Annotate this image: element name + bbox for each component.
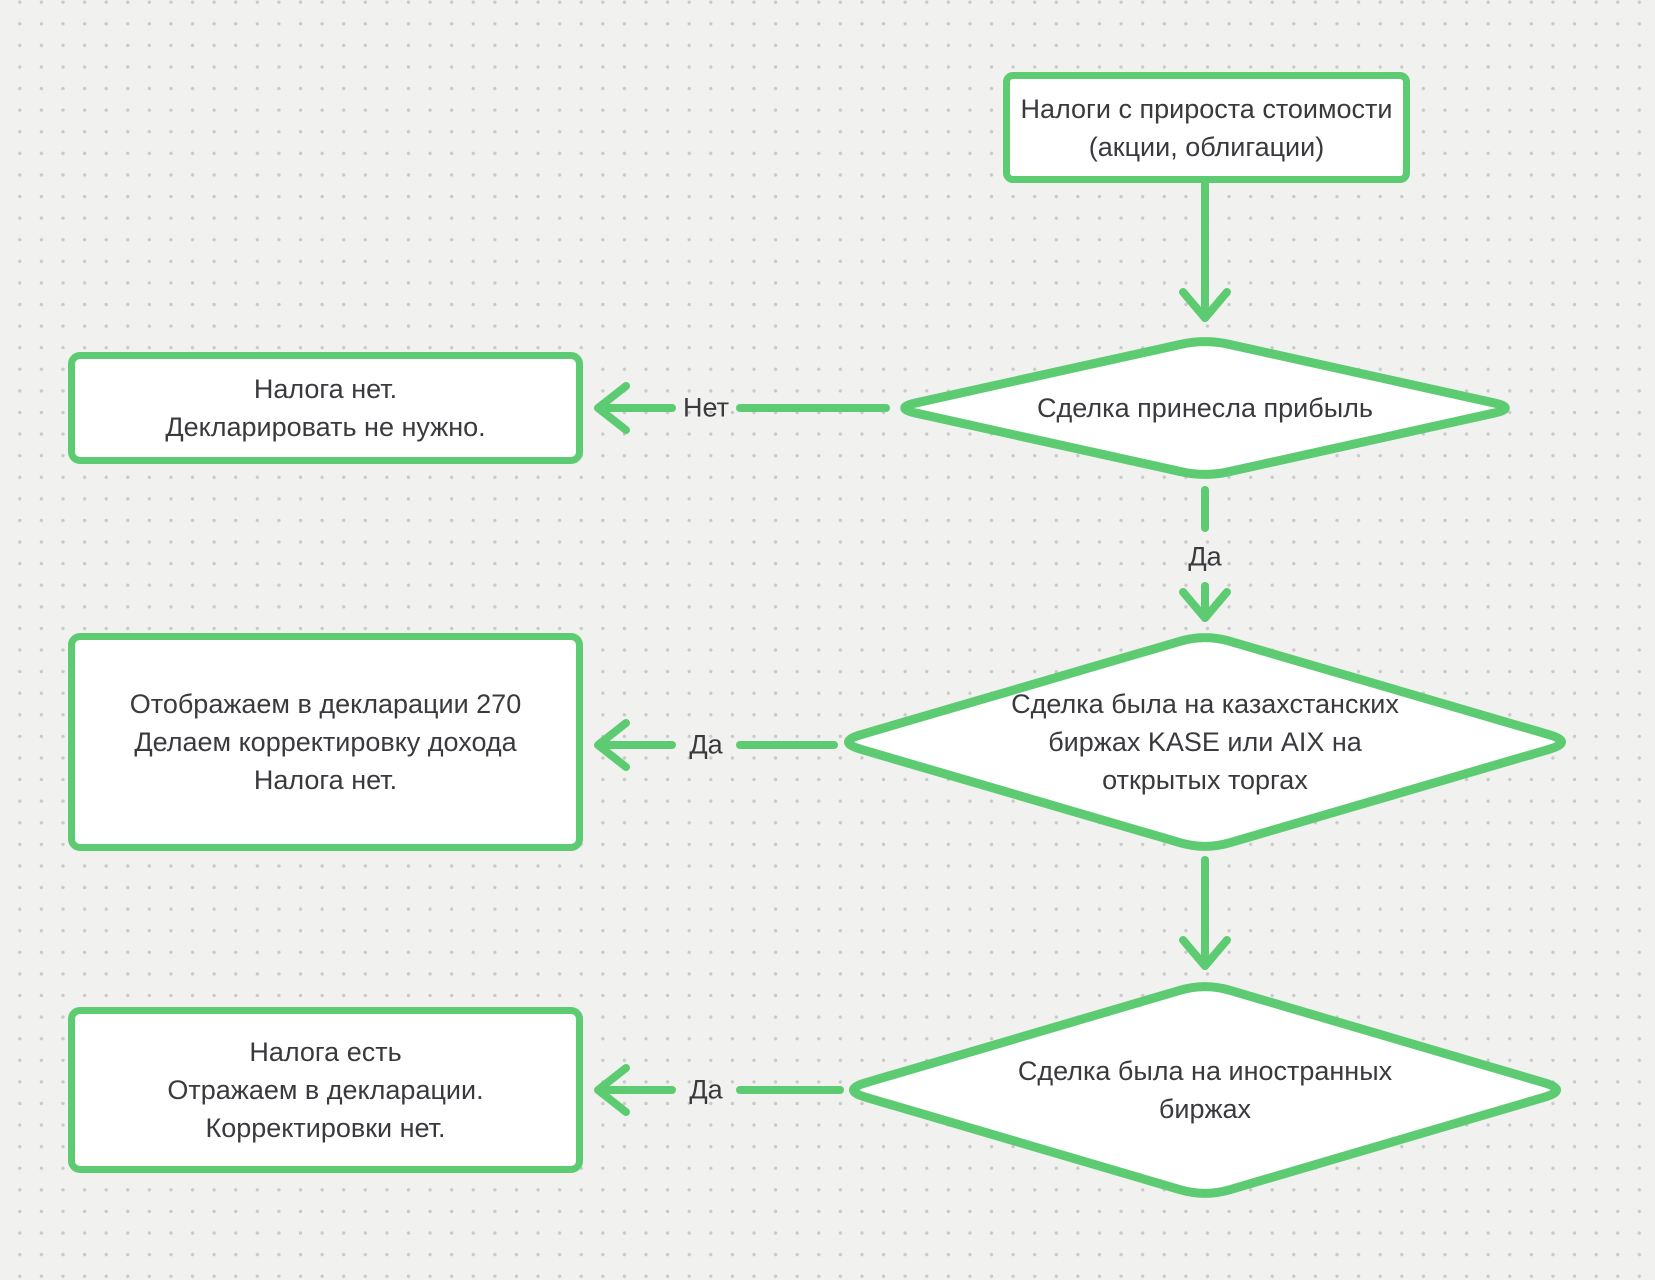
outcome-tax-due: Налога есть Отражаем в декларации. Корре… [68,1007,583,1173]
arrow-profit-yes [1179,486,1231,622]
arrow-profit-no [594,382,890,434]
decision-profit-label: Сделка принесла прибыль [1037,393,1373,423]
arrow-start-to-profit [1179,180,1231,322]
edge-label-yes-2: Да [689,729,723,760]
decision-foreign-exchange-shape [848,982,1562,1198]
decision-profit: Сделка принесла прибыль [887,333,1523,483]
decision-kase-aix-label: Сделка была на казахстанских биржах KASE… [1011,689,1399,795]
decision-profit-shape [900,337,1510,479]
decision-kase-aix: Сделка была на казахстанских биржах KASE… [830,628,1580,856]
edge-label-yes-3: Да [689,1074,723,1105]
outcome-no-tax: Налога нет. Декларировать не нужно. [68,352,583,464]
decision-foreign-exchange: Сделка была на иностранных биржах [835,977,1575,1203]
edge-label-yes-1: Да [1188,541,1222,572]
decision-foreign-exchange-label: Сделка была на иностранных биржах [1017,1056,1393,1124]
arrow-kase-yes [594,719,838,771]
arrow-foreign-yes [594,1064,844,1116]
outcome-declaration-270: Отображаем в декларации 270 Делаем корре… [68,633,583,851]
decision-kase-aix-shape [843,633,1567,851]
edge-label-no: Нет [683,392,729,423]
arrow-kase-no-down [1179,856,1231,970]
start-node-capital-gains-taxes: Налоги с прироста стоимости (акции, обли… [1003,72,1410,183]
